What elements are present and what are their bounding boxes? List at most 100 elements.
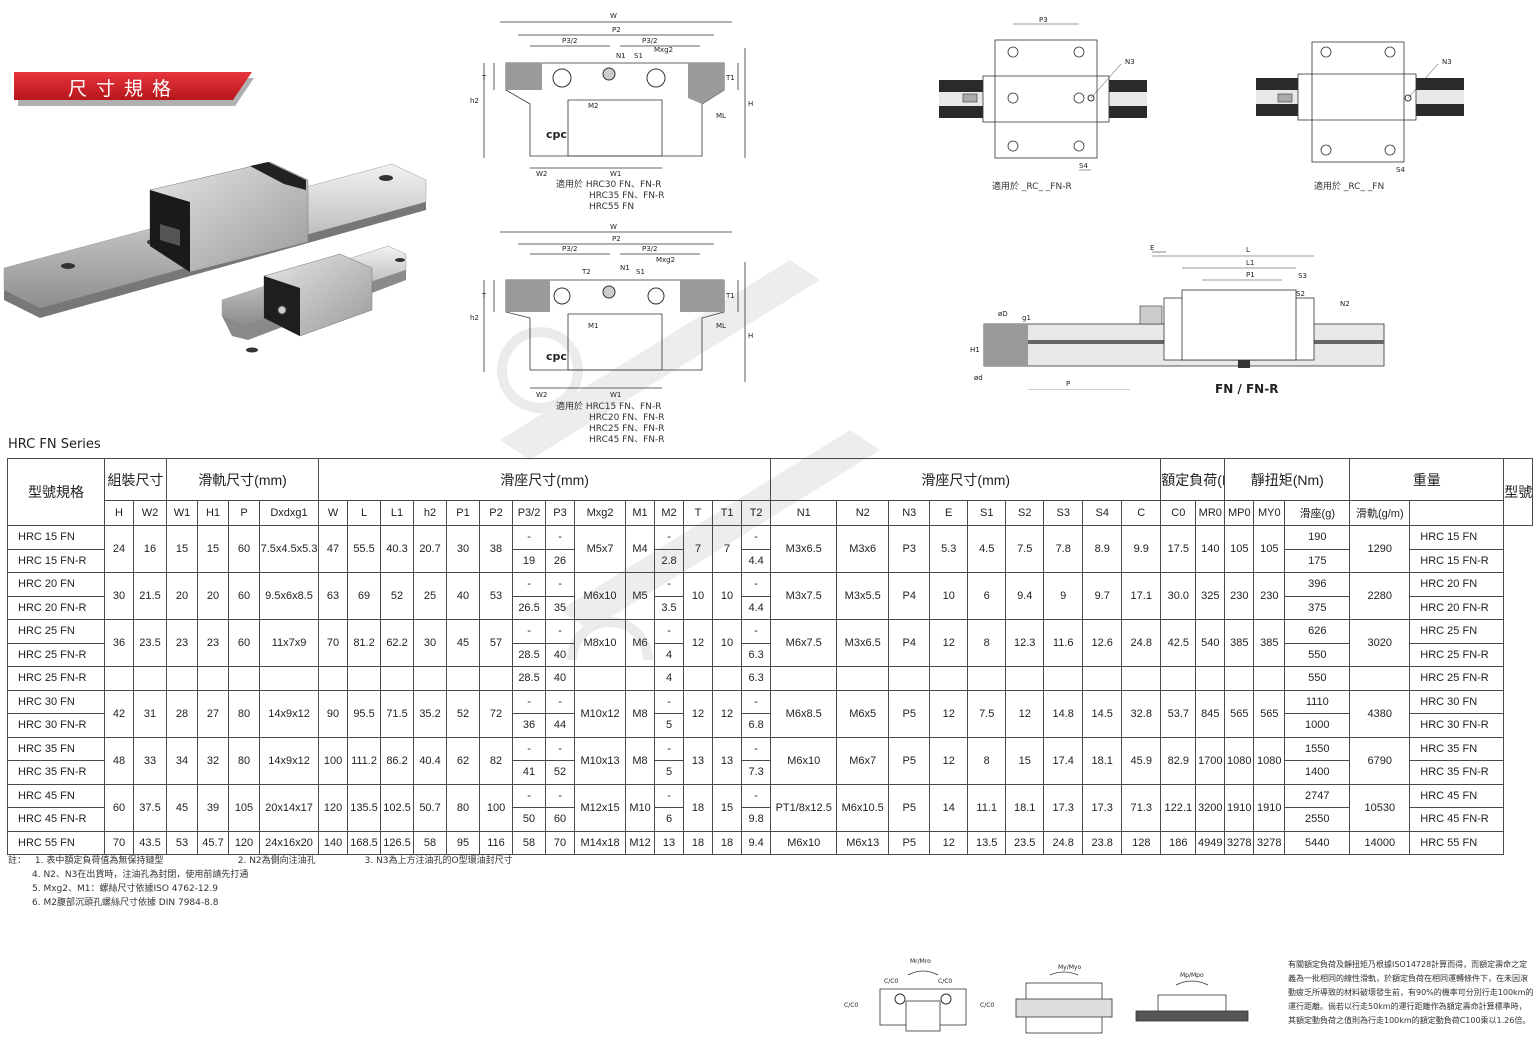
table-cell: 9.9 xyxy=(1121,525,1162,573)
sub-header: C xyxy=(1121,500,1162,526)
table-cell xyxy=(104,666,134,691)
table-cell: 8 xyxy=(967,736,1007,785)
note-4: 4. N2、N3在出貨時，注油孔為封閉，使用前請先打通 xyxy=(32,870,249,880)
table-cell: HRC 20 FN xyxy=(1409,572,1505,597)
table-cell: 4.5 xyxy=(967,525,1007,573)
table-cell: HRC 45 FN-R xyxy=(7,807,105,832)
table-cell: 230 xyxy=(1224,572,1255,620)
table-cell: 3020 xyxy=(1349,619,1411,667)
table-cell: HRC 30 FN-R xyxy=(7,713,105,738)
table-cell: - xyxy=(545,689,576,714)
group-assembly: 組裝尺寸 xyxy=(104,458,167,501)
side-view: E L L1 P1 S3 S2 N2 øD g1 H1 ød P xyxy=(970,244,1385,390)
table-cell xyxy=(1082,666,1123,691)
table-cell: - xyxy=(545,783,576,808)
table-cell: M12x15 xyxy=(574,783,627,832)
sub-header: MY0 xyxy=(1253,500,1286,526)
svg-text:h2: h2 xyxy=(470,97,479,105)
table-cell: 168.5 xyxy=(347,830,382,855)
table-cell: 1550 xyxy=(1284,736,1351,761)
side-view-label: FN / FN-R xyxy=(1215,382,1279,396)
table-cell xyxy=(836,666,890,691)
table-cell: 12 xyxy=(683,689,714,738)
table-cell: 15 xyxy=(197,525,229,573)
top-view-fnr: P3 N3 S4 xyxy=(939,16,1147,171)
table-cell: - xyxy=(512,525,547,550)
table-cell: 12 xyxy=(712,689,743,738)
svg-text:ML: ML xyxy=(716,322,726,330)
section-banner: 尺寸規格 xyxy=(14,72,256,106)
table-cell: - xyxy=(512,736,547,761)
table-cell: 6 xyxy=(654,807,685,832)
sub-header: Dxdxg1 xyxy=(258,500,320,526)
table-cell: HRC 45 FN-R xyxy=(1409,807,1505,832)
table-cell: 12 xyxy=(929,736,969,785)
table-cell: 230 xyxy=(1253,572,1286,620)
table-cell: P5 xyxy=(888,689,931,738)
table-cell xyxy=(1253,666,1286,691)
table-cell: 565 xyxy=(1253,689,1286,738)
table-cell: 1910 xyxy=(1224,783,1255,832)
table-cell: HRC 35 FN xyxy=(7,736,105,761)
table-cell: HRC 25 FN-R xyxy=(1409,642,1505,667)
table-cell: 13.5 xyxy=(967,830,1007,855)
table-cell: 105 xyxy=(228,783,260,832)
table-cell: 140 xyxy=(318,830,349,855)
table-cell: 16 xyxy=(133,525,167,573)
svg-text:T: T xyxy=(481,74,487,82)
table-cell: M5 xyxy=(625,572,656,620)
table-cell: 60 xyxy=(104,783,134,832)
table-cell: HRC 35 FN-R xyxy=(1409,760,1505,785)
table-cell: M6x10 xyxy=(770,736,838,785)
table-cell: 18.1 xyxy=(1082,736,1123,785)
table-cell: 190 xyxy=(1284,525,1351,550)
table-cell: 11.1 xyxy=(967,783,1007,832)
table-cell: 32.8 xyxy=(1121,689,1162,738)
table-cell: HRC 15 FN-R xyxy=(1409,548,1505,573)
table-cell: 70 xyxy=(318,619,349,667)
table-cell: 27 xyxy=(197,689,229,738)
table-cell: P5 xyxy=(888,736,931,785)
svg-text:P: P xyxy=(1066,380,1070,388)
table-cell: 375 xyxy=(1284,595,1351,620)
table-cell: 20x14x17 xyxy=(258,783,320,832)
table-cell: HRC 30 FN xyxy=(1409,689,1505,714)
table-cell: HRC 15 FN-R xyxy=(7,548,105,573)
svg-text:P3/2: P3/2 xyxy=(562,37,578,45)
sub-header: L xyxy=(347,500,382,526)
note-3: 3. N3為上方注油孔的O型環油封尺寸 xyxy=(364,856,513,866)
svg-text:S1: S1 xyxy=(634,52,643,60)
table-cell: M6x13 xyxy=(836,830,890,855)
table-cell: 6.3 xyxy=(741,666,772,691)
svg-text:P1: P1 xyxy=(1246,271,1255,279)
svg-text:C/C0: C/C0 xyxy=(884,978,898,985)
table-cell: 41 xyxy=(512,760,547,785)
table-cell: 15 xyxy=(1005,736,1045,785)
group-block-1: 滑座尺寸(mm) xyxy=(318,458,772,501)
group-weight: 重量 xyxy=(1349,458,1505,501)
table-cell: HRC 55 FN xyxy=(1409,830,1505,855)
table-cell: M10 xyxy=(625,783,656,832)
table-cell: 2.8 xyxy=(654,548,685,573)
spec-table: 型號規格 組裝尺寸 滑軌尺寸(mm) 滑座尺寸(mm) 滑座尺寸(mm) 額定負… xyxy=(7,458,1533,855)
table-cell: 325 xyxy=(1195,572,1226,620)
table-cell: 175 xyxy=(1284,548,1351,573)
table-cell: 10 xyxy=(712,619,743,667)
group-rail: 滑軌尺寸(mm) xyxy=(165,458,320,501)
table-cell: 128 xyxy=(1121,830,1162,855)
top-fn-caption: 適用於 _RC_ _FN xyxy=(1314,182,1385,192)
sub-header: H1 xyxy=(197,500,229,526)
table-cell: 58 xyxy=(512,830,547,855)
svg-text:T: T xyxy=(481,292,487,300)
table-cell: 45 xyxy=(166,783,198,832)
table-cell: 23 xyxy=(197,619,229,667)
table-cell: 23.8 xyxy=(1082,830,1123,855)
table-cell: 30.0 xyxy=(1160,572,1197,620)
table-cell: 12 xyxy=(1005,689,1045,738)
svg-text:S2: S2 xyxy=(1296,290,1305,298)
sub-header: M1 xyxy=(625,500,656,526)
table-cell: 24.8 xyxy=(1043,830,1084,855)
svg-text:L: L xyxy=(1246,246,1250,254)
table-cell: 20 xyxy=(197,572,229,620)
